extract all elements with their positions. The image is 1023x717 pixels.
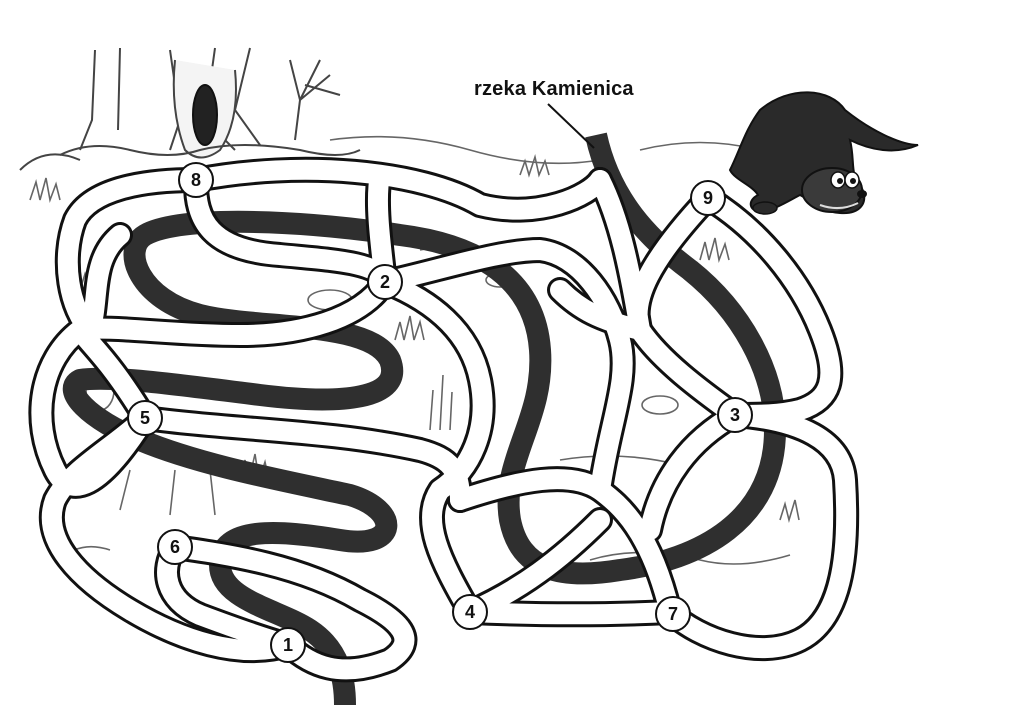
checkpoint-7[interactable]: 7	[655, 596, 691, 632]
checkpoint-9[interactable]: 9	[690, 180, 726, 216]
river-kamienica	[62, 132, 786, 706]
checkpoint-2[interactable]: 2	[367, 264, 403, 300]
checkpoint-6[interactable]: 6	[157, 529, 193, 565]
checkpoint-1[interactable]: 1	[270, 627, 306, 663]
grass-illustration	[29, 135, 800, 565]
tree-illustration	[19, 47, 361, 171]
otter-illustration	[728, 91, 919, 215]
maze-paths	[31, 159, 857, 680]
checkpoint-4[interactable]: 4	[452, 594, 488, 630]
river-label: rzeka Kamienica	[474, 78, 634, 100]
checkpoint-5[interactable]: 5	[127, 400, 163, 436]
checkpoint-3[interactable]: 3	[717, 397, 753, 433]
river-label-pointer	[547, 103, 595, 149]
checkpoint-8[interactable]: 8	[178, 162, 214, 198]
